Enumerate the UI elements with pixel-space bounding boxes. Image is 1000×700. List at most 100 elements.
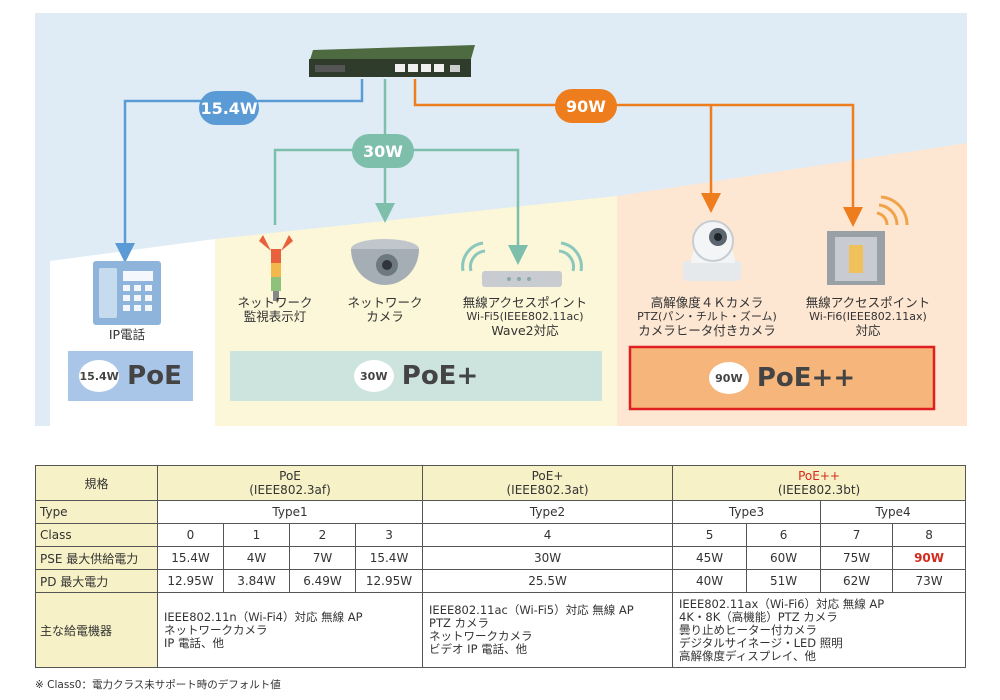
poe-devices-cell: IEEE802.11n（Wi-Fi4）対応 無線 AP ネットワークカメラ IP… bbox=[156, 592, 424, 668]
poe-plus-device-item: PTZ カメラ bbox=[429, 616, 490, 630]
type-row-label: Type bbox=[35, 500, 158, 524]
signal-light-label-line2: 監視表示灯 bbox=[243, 309, 307, 324]
ip-phone-icon bbox=[93, 261, 161, 325]
pd-cell: 62W bbox=[820, 569, 894, 593]
power-pill-90w: 90W bbox=[555, 89, 617, 123]
ap-wifi5-label: 無線アクセスポイント Wi-Fi5(IEEE802.11ac) Wave2対応 bbox=[442, 296, 608, 338]
devices-row-label: 主な給電機器 bbox=[35, 592, 158, 668]
poe-device-item: ネットワークカメラ bbox=[164, 622, 268, 637]
poe-diagram: 15.4W 30W 90W IP電話 ネットワーク 監視表示灯 ネットワーク カ… bbox=[35, 13, 967, 426]
pse-cell: 45W bbox=[672, 546, 748, 570]
pd-cell: 12.95W bbox=[157, 569, 224, 593]
class-cell: 4 bbox=[422, 523, 674, 547]
class-cell: 6 bbox=[746, 523, 822, 547]
poe-pp-device-item: デジタルサイネージ・LED 照明 bbox=[679, 635, 843, 650]
class-row-label: Class bbox=[35, 523, 158, 547]
pse-cell: 75W bbox=[820, 546, 894, 570]
pd-cell: 25.5W bbox=[422, 569, 674, 593]
type-row: Type Type1 Type2 Type3 Type4 bbox=[35, 500, 967, 524]
network-camera-label-line1: ネットワーク bbox=[347, 295, 423, 310]
poe-pp-band-label: PoE++ bbox=[756, 363, 856, 393]
poe-plus-header: PoE+ (IEEE802.3at) bbox=[422, 465, 674, 501]
type4-cell: Type4 bbox=[820, 500, 967, 524]
pse-cell: 15.4W bbox=[354, 546, 424, 570]
signal-light-label-line1: ネットワーク bbox=[237, 295, 313, 310]
ap-wifi6-label-line2: Wi-Fi6(IEEE802.11ax) bbox=[809, 310, 927, 323]
pse-row: PSE 最大供給電力 15.4W 4W 7W 15.4W 30W 45W 60W… bbox=[35, 546, 967, 570]
devices-row: 主な給電機器 IEEE802.11n（Wi-Fi4）対応 無線 AP ネットワー… bbox=[35, 592, 967, 668]
poe-band-watt: 15.4W bbox=[79, 360, 120, 392]
poe-pp-band: 90W PoE++ bbox=[630, 347, 934, 409]
poe-pp-header-std: (IEEE802.3bt) bbox=[777, 483, 861, 497]
signal-light-icon bbox=[259, 235, 293, 301]
ip-phone-label: IP電話 bbox=[108, 327, 146, 342]
poe-pp-band-watt: 90W bbox=[708, 362, 749, 394]
ap-wifi5-label-line2: Wi-Fi5(IEEE802.11ac) bbox=[466, 310, 584, 323]
class-cell: 5 bbox=[672, 523, 748, 547]
access-point-wifi5-icon bbox=[461, 241, 583, 287]
class-cell: 8 bbox=[892, 523, 967, 547]
network-camera-label: ネットワーク カメラ bbox=[327, 296, 443, 324]
ap-wifi6-label-line3: 対応 bbox=[855, 323, 881, 338]
class-cell: 3 bbox=[354, 523, 424, 547]
table-header-row: 規格 PoE (IEEE802.3af) PoE+ (IEEE802.3at) … bbox=[35, 465, 967, 501]
class-cell: 2 bbox=[289, 523, 356, 547]
pd-cell: 40W bbox=[672, 569, 748, 593]
poe-pp-header: PoE++ (IEEE802.3bt) bbox=[672, 465, 967, 501]
spec-header: 規格 bbox=[35, 465, 158, 501]
poe-plus-device-item: ビデオ IP 電話、他 bbox=[429, 642, 528, 656]
class-cell: 1 bbox=[223, 523, 290, 547]
power-pill-30w: 30W bbox=[352, 134, 414, 168]
poe-band-label: PoE bbox=[127, 361, 182, 391]
pse-cell: 15.4W bbox=[157, 546, 224, 570]
type2-cell: Type2 bbox=[422, 500, 674, 524]
ap-wifi5-label-line3: Wave2対応 bbox=[491, 323, 559, 338]
pd-row-label: PD 最大電力 bbox=[35, 569, 158, 593]
ptz-camera-label-line3: カメラヒータ付きカメラ bbox=[638, 323, 776, 338]
poe-plus-band-watt: 30W bbox=[353, 360, 394, 392]
pd-row: PD 最大電力 12.95W 3.84W 6.49W 12.95W 25.5W … bbox=[35, 569, 967, 593]
poe-device-item: IEEE802.11n（Wi-Fi4）対応 無線 AP bbox=[164, 609, 363, 624]
pd-cell: 51W bbox=[746, 569, 822, 593]
poe-plus-devices-cell: IEEE802.11ac（Wi-Fi5）対応 無線 AP PTZ カメラ ネット… bbox=[422, 592, 674, 668]
diagram-graphics bbox=[35, 13, 967, 426]
pse-cell-max: 90W bbox=[892, 546, 967, 570]
pd-cell: 12.95W bbox=[354, 569, 424, 593]
pse-cell: 60W bbox=[746, 546, 822, 570]
pd-cell: 73W bbox=[892, 569, 967, 593]
class-cell: 7 bbox=[820, 523, 894, 547]
ptz-camera-icon bbox=[683, 220, 741, 281]
poe-plus-device-item: ネットワークカメラ bbox=[429, 629, 533, 643]
network-camera-label-line2: カメラ bbox=[366, 309, 404, 324]
ap-wifi5-label-line1: 無線アクセスポイント bbox=[462, 295, 588, 310]
ap-wifi6-label-line1: 無線アクセスポイント bbox=[805, 295, 931, 310]
poe-plus-header-std: (IEEE802.3at) bbox=[506, 483, 589, 497]
ptz-camera-label-line2: PTZ(パン・チルト・ズーム) bbox=[637, 310, 777, 323]
power-pill-15w: 15.4W bbox=[199, 91, 259, 125]
signal-light-label: ネットワーク 監視表示灯 bbox=[215, 296, 335, 324]
poe-pp-devices-cell: IEEE802.11ax（Wi-Fi6）対応 無線 AP 4K・8K（高機能）P… bbox=[672, 592, 967, 668]
poe-header-std: (IEEE802.3af) bbox=[249, 483, 331, 497]
access-point-wifi6-icon bbox=[827, 195, 909, 285]
pd-cell: 3.84W bbox=[223, 569, 290, 593]
poe-device-item: IP 電話、他 bbox=[164, 635, 224, 650]
class-cell: 0 bbox=[157, 523, 224, 547]
pse-cell: 7W bbox=[289, 546, 356, 570]
ptz-camera-label: 高解像度４Ｋカメラ PTZ(パン・チルト・ズーム) カメラヒータ付きカメラ bbox=[625, 296, 789, 338]
poe-pp-band-bg bbox=[628, 345, 936, 411]
ptz-camera-label-line1: 高解像度４Ｋカメラ bbox=[650, 295, 764, 310]
poe-header: PoE (IEEE802.3af) bbox=[156, 465, 424, 501]
type1-cell: Type1 bbox=[156, 500, 424, 524]
poe-pp-device-item: 4K・8K（高機能）PTZ カメラ bbox=[679, 609, 838, 624]
footnote: ※ Class0：電力クラス未サポート時のデフォルト値 bbox=[35, 679, 281, 691]
ap-wifi6-label: 無線アクセスポイント Wi-Fi6(IEEE802.11ax) 対応 bbox=[787, 296, 949, 338]
poe-header-name: PoE bbox=[279, 469, 301, 483]
poe-pp-device-item: 高解像度ディスプレイ、他 bbox=[679, 648, 816, 663]
poe-pp-header-name: PoE++ bbox=[798, 469, 840, 483]
poe-band: 15.4W PoE bbox=[68, 351, 193, 401]
poe-plus-band-label: PoE+ bbox=[401, 361, 479, 391]
poe-plus-band: 30W PoE+ bbox=[230, 351, 602, 401]
poe-pp-device-item: 曇り止めヒーター付カメラ bbox=[679, 622, 818, 637]
pse-cell: 30W bbox=[422, 546, 674, 570]
pse-cell: 4W bbox=[223, 546, 290, 570]
